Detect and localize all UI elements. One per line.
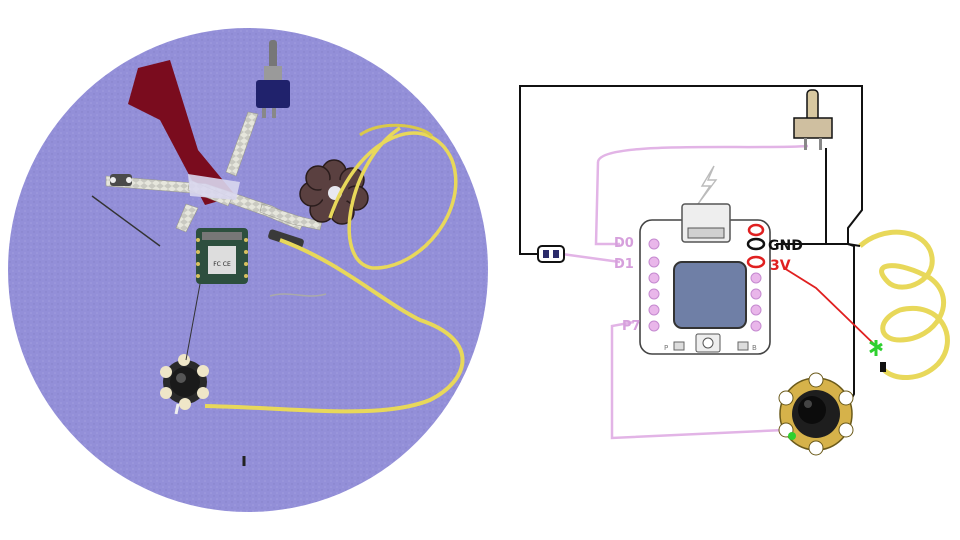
pin-label-d1: D1 (614, 257, 634, 272)
pin-label-p7: P7 (622, 319, 641, 334)
el-wire-coil (847, 229, 950, 381)
board-screen (673, 261, 747, 329)
lightning-bolt-icon (697, 165, 718, 205)
wire-3v-red (783, 267, 877, 347)
white-felt-patch (188, 174, 240, 200)
photo-joystick-part (160, 354, 209, 410)
pad-top-red (747, 223, 765, 237)
wire-ground-loop (519, 85, 863, 255)
3v-pad (746, 255, 766, 269)
circuit-photo: FC CE (8, 28, 488, 512)
pink-signal-wires (561, 144, 809, 440)
toggle-switch-part (256, 40, 290, 118)
pin-label-3v: 3V (770, 258, 791, 274)
pin-label-gnd: GND (768, 238, 803, 254)
pin-labels: D0 D1 P7 GND 3V (614, 236, 803, 334)
wire-joystick-to-el (845, 243, 855, 411)
pin-pads (648, 238, 762, 332)
silk-left: P (664, 344, 668, 352)
thumb-joystick-icon (778, 372, 854, 456)
pin-label-d0: D0 (614, 236, 634, 251)
red-felt-strip (128, 60, 236, 205)
wiring-schematic: P B D0 D1 P7 GND 3V (519, 85, 950, 456)
board-outline: P B (639, 203, 771, 355)
gnd-pad (746, 237, 766, 251)
light-sensor-icon (537, 245, 565, 263)
toggle-switch-icon (793, 89, 833, 150)
photo-led-part (110, 174, 132, 186)
photo-connector-part (268, 229, 304, 249)
silk-right: B (752, 344, 757, 352)
photo-wires (91, 123, 465, 466)
el-wire-connector (869, 340, 886, 372)
chip-text: FC CE (213, 261, 231, 268)
microcontroller-board: FC CE (196, 228, 248, 284)
